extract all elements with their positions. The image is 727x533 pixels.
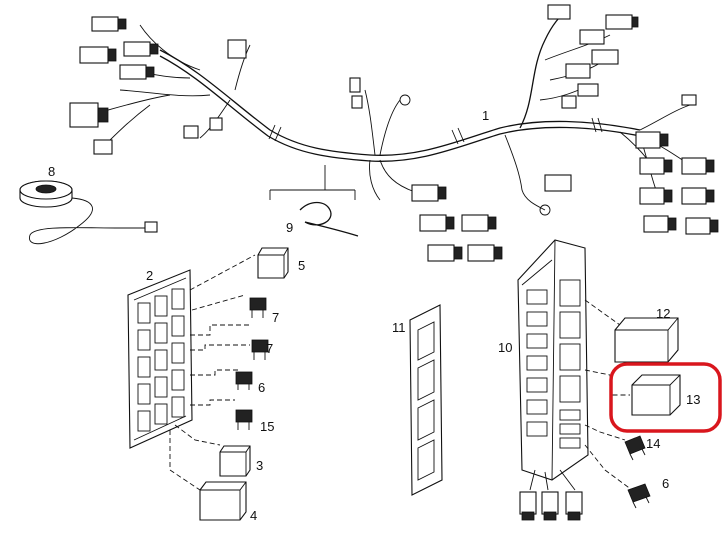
callout-11: 11 <box>392 320 406 335</box>
harness-connectors-upper-left[interactable] <box>69 16 247 155</box>
callout-7-upper: 7 <box>272 310 279 325</box>
harness-terminals-center[interactable] <box>349 77 411 109</box>
board-leader-lines <box>169 254 256 491</box>
fuse-6-right[interactable] <box>627 483 651 509</box>
callout-12: 12 <box>656 306 670 321</box>
relay-3[interactable] <box>219 445 251 477</box>
fuse-14[interactable] <box>624 435 646 461</box>
relay-fuse-board[interactable] <box>127 269 193 449</box>
main-wiring-harness[interactable] <box>89 7 649 211</box>
callout-5: 5 <box>298 258 305 273</box>
gasket[interactable] <box>409 304 443 496</box>
callout-15: 15 <box>260 419 274 434</box>
harness-connectors-center-lower[interactable] <box>411 174 572 262</box>
callout-2: 2 <box>146 268 153 283</box>
callout-6-right: 6 <box>662 476 669 491</box>
fuse-15[interactable] <box>235 409 253 430</box>
fuse-7-upper[interactable] <box>249 297 267 318</box>
callout-10: 10 <box>498 340 512 355</box>
callout-14: 14 <box>646 436 660 451</box>
callout-7-lower: 7 <box>266 341 273 356</box>
relay-4[interactable] <box>199 481 247 521</box>
callout-3: 3 <box>256 458 263 473</box>
box-bottom-connectors[interactable] <box>519 491 583 521</box>
harness-connectors-upper-right[interactable] <box>547 4 697 109</box>
cable-tie[interactable] <box>269 165 359 237</box>
callout-1: 1 <box>482 108 489 123</box>
relay-5[interactable] <box>257 247 289 279</box>
highlight-box-relay-13 <box>609 362 722 433</box>
relay-13[interactable] <box>631 374 681 416</box>
sensor-with-cable[interactable] <box>19 180 158 245</box>
fuse-6-left[interactable] <box>235 371 253 390</box>
callout-13: 13 <box>686 392 700 407</box>
callout-4: 4 <box>250 508 257 523</box>
relay-12[interactable] <box>614 317 679 363</box>
fuse-relay-box[interactable] <box>517 239 589 491</box>
callout-8: 8 <box>48 164 55 179</box>
harness-connectors-right-cluster[interactable] <box>635 104 719 235</box>
callout-9: 9 <box>286 220 293 235</box>
callout-6-left: 6 <box>258 380 265 395</box>
fuse-7-lower[interactable] <box>251 339 269 360</box>
